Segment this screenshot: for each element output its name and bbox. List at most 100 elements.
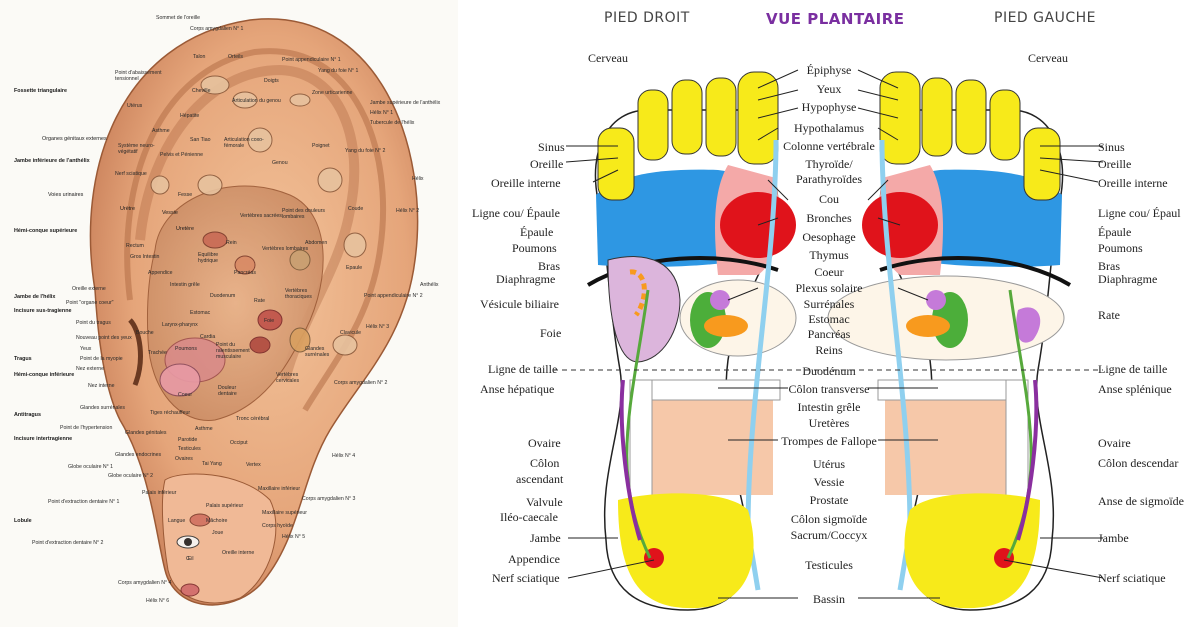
ear-region-jambe-inf: Jambe inférieure de l'anthélix [14, 158, 90, 164]
ear-label-nez-interne: Nez interne [88, 383, 115, 389]
ear-label-rate: Rate [254, 298, 265, 304]
ear-region-organes-genitaux: Organes génitaux externes [42, 136, 107, 142]
title-right-foot: PIED DROIT [604, 10, 690, 26]
ear-label-corps-amygdalien-2: Corps amygdalien N° 2 [334, 380, 388, 386]
label-colon-descendant-right: Côlon descendar [1098, 456, 1179, 470]
ear-label-thoraciques: Vertèbres thoraciques [285, 288, 312, 300]
label-foie-left: Foie [540, 326, 562, 340]
label-surrenales: Surrénales [803, 297, 855, 311]
ear-label-lombaires-point: Point des douleurs lombaires [282, 208, 325, 220]
ear-label-occiput: Occiput [230, 440, 248, 446]
ear-label-point-appendiculaire-2: Point appendiculaire N° 2 [364, 293, 423, 299]
ear-helix-rim [124, 48, 386, 412]
side-leader-lines [565, 145, 1104, 579]
ear-label-abaissement: Point d'abaissement tensionnel [115, 70, 162, 82]
label-anse-splenique-right: Anse splénique [1098, 382, 1172, 396]
label-intestin-grele: Intestin grêle [797, 400, 861, 414]
foot-reflexology-panel: PIED DROIT VUE PLANTAIRE PIED GAUCHE [458, 0, 1200, 627]
ear-label-yang-foie-2: Yang du foie N° 2 [345, 148, 386, 154]
ear-label-oeil: Œil [186, 556, 194, 562]
label-parathyroides: Parathyroïdes [796, 172, 862, 186]
ear-label-point-appendiculaire-1: Point appendiculaire N° 1 [282, 57, 341, 63]
ear-label-myopie: Point de la myopie [80, 356, 123, 362]
ear-label-uterus: Utérus [127, 103, 143, 109]
ear-label-surrenales-2: Glandes surrénales [80, 405, 125, 411]
ear-label-helix-4: Hélix N° 4 [332, 453, 356, 459]
center-leader-lines [718, 69, 940, 599]
ear-label-tragus-point: Point du tragus [76, 320, 111, 326]
ear-label-cheville: Cheville [192, 88, 211, 94]
label-plexus: Plexus solaire [795, 281, 863, 295]
ear-label-testicules: Testicules [178, 446, 201, 452]
ear-label-helix-6: Hélix N° 6 [146, 598, 170, 604]
ear-label-coxo: Articulation coxo-fémorale [224, 137, 264, 149]
label-colon-left: Côlon [530, 456, 560, 470]
ear-label-abdomen: Abdomen [305, 240, 328, 246]
ear-label-lombaires: Vertèbres lombaires [262, 246, 309, 252]
ear-region-incisure-inter: Incisure intertragienne [14, 436, 73, 442]
label-epaule-left: Épaule [520, 225, 554, 239]
ear-region-voies-urinaires: Voies urinaires [48, 192, 84, 198]
ear-label-tronc: Tronc cérébral [236, 416, 270, 422]
ear-label-corps-amygdalien-3: Corps amygdalien N° 3 [302, 496, 356, 502]
ear-label-helix: Hélix [412, 176, 424, 182]
ear-label-sommet: Sommet de l'oreille [156, 15, 200, 21]
label-anse-hepatique-left: Anse hépatique [480, 382, 555, 396]
label-epaule-right: Épaule [1098, 225, 1132, 239]
ear-label-intestin-grele: Intestin grêle [170, 282, 200, 288]
label-rate-right: Rate [1098, 308, 1120, 322]
ear-label-urticarienne: Zone urticarienne [312, 90, 353, 96]
ear-label-ovaires: Ovaires [175, 456, 193, 462]
title-plantar-view: VUE PLANTAIRE [766, 10, 905, 28]
ear-label-vertex: Vertex [246, 462, 261, 468]
ear-label-helix-5: Hélix N° 5 [282, 534, 306, 540]
label-pancreas: Pancréas [807, 327, 851, 341]
ear-reflexology-panel: Sommet de l'oreille Corps amygdalien N° … [0, 0, 458, 627]
label-poumons-left: Poumons [512, 241, 557, 255]
ear-label-duodenum: Duodenum [210, 293, 236, 299]
ear-region-jambe-helix: Jambe de l'hélix [14, 294, 56, 300]
ear-label-globe-2: Globe oculaire N° 2 [108, 473, 154, 479]
label-ascendant-left: ascendant [516, 472, 564, 486]
ear-label-orteils: Orteils [228, 54, 243, 60]
ear-lobule [161, 473, 277, 604]
ear-label-estomac: Estomac [190, 310, 211, 316]
ear-label-joue: Joue [212, 530, 224, 536]
ear-region-tragus: Tragus [14, 356, 32, 362]
ear-label-extraction-2: Point d'extraction dentaire N° 2 [32, 540, 104, 546]
label-duodenum: Duodénum [802, 364, 856, 378]
ear-label-neuro: Système neuro-végétatif [118, 143, 155, 155]
ear-label-poignet: Poignet [312, 143, 330, 149]
label-thyroide: Thyroïde/ [805, 157, 853, 171]
label-cou: Cou [818, 192, 840, 206]
right-foot-drawing [586, 71, 797, 611]
ear-label-maxillaire-sup: Maxillaire supérieur [262, 510, 307, 516]
label-reins: Reins [815, 343, 843, 357]
ear-label-douleur-dentaire: Douleur dentaire [218, 385, 237, 397]
ear-label-maxillaire-inf: Maxillaire inférieur [258, 486, 301, 492]
label-cerveau-left: Cerveau [588, 51, 628, 65]
ear-label-cervicales: Vertèbres cervicales [276, 372, 300, 384]
ear-region-uretere: Uretère [176, 226, 194, 232]
ear-label-machoire: Mâchoire [206, 518, 228, 524]
label-colon-sigmoide: Côlon sigmoïde [790, 512, 868, 526]
ear-label-globe-1: Globe oculaire N° 1 [68, 464, 114, 470]
label-bronches: Bronches [806, 211, 852, 225]
label-cerveau-right: Cerveau [1028, 51, 1068, 65]
label-ureteres: Uretères [808, 416, 850, 430]
ear-region-vessie: Vessie [162, 210, 178, 216]
label-sacrum: Sacrum/Coccyx [790, 528, 868, 542]
ear-label-trachee: Trachée [148, 350, 167, 356]
ear-label-oreille-externe: Oreille externe [72, 286, 106, 292]
ear-label-glandes-genitales: Glandes génitales [125, 430, 167, 436]
ear-tragus [128, 318, 143, 386]
ear-label-anthelix: Anthélix [420, 282, 439, 288]
ear-label-larynx: Larynx-pharynx [162, 322, 198, 328]
ear-label-corps-amygdalien-1: Corps amygdalien N° 1 [190, 26, 244, 32]
label-oreille-interne-left: Oreille interne [491, 176, 561, 190]
ear-label-helix-2: Hélix N° 2 [396, 208, 420, 214]
ear-label-tiges: Tiges réchauffeur [150, 410, 191, 416]
ear-label-helix-1: Hélix N° 1 [370, 110, 394, 116]
ear-region-hemi-conque-sup: Hémi-conque supérieure [14, 228, 78, 234]
ear-label-clavicule: Clavicule [340, 330, 362, 336]
